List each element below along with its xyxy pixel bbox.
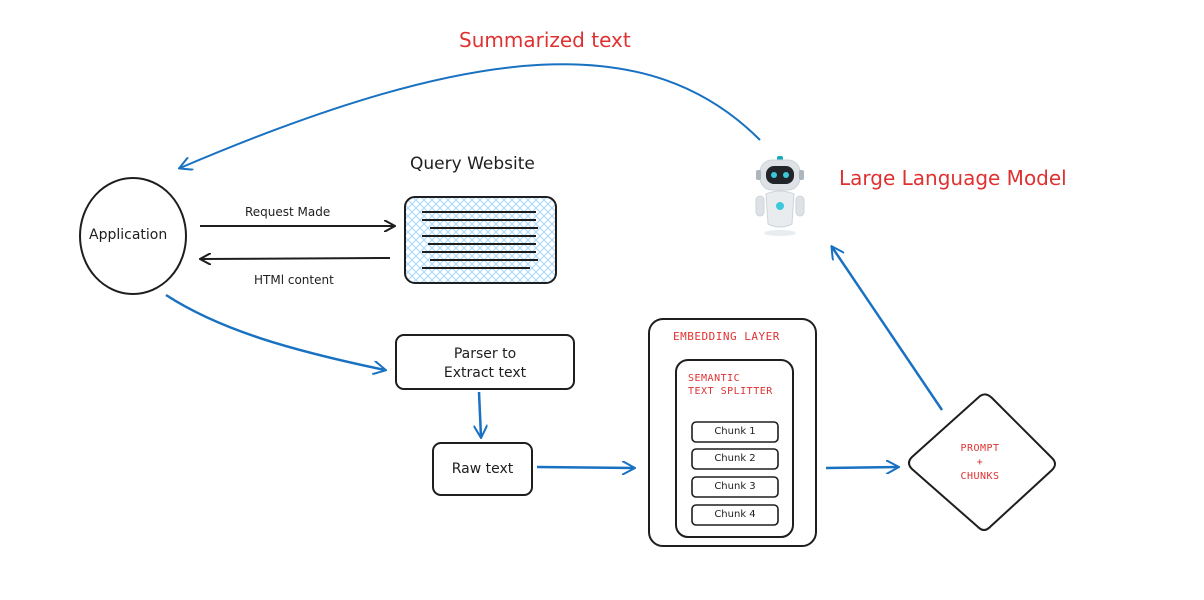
chunk-box [691,448,779,470]
webpage-icon [404,196,557,284]
request-made-label: Request Made [245,205,331,219]
parser-label: Parser to Extract text [396,345,574,383]
chunk-label: Chunk 4 [714,509,756,520]
chunk-label: Chunk 3 [714,481,756,492]
parser-to-raw-arrow [479,391,481,437]
prompt-to-llm-arrow [832,247,944,411]
prompt-line1: PROMPT [960,443,1000,454]
prompt-line3: CHUNKS [960,471,1000,482]
parser-node [395,334,575,390]
text-splitter-line2: TEXT SPLITTER [688,386,773,397]
embedding-layer-label: EMBEDDING LAYER [673,330,780,343]
prompt-chunks-node [908,393,1056,531]
raw-text-node [432,442,533,496]
raw-text-label: Raw text [451,461,514,477]
application-to-parser-arrow [165,293,385,370]
prompt-chunks-label: PROMPT + CHUNKS [940,442,1020,484]
text-splitter-node [675,359,794,538]
embedding-to-prompt-arrow [825,467,898,468]
text-splitter-line1: SEMANTIC [688,373,741,384]
chunk-box [691,421,779,443]
html-content-arrow [201,258,391,259]
raw-to-embedding-arrow [536,467,634,468]
summarized-text-arrow [180,63,761,168]
embedding-layer-node [648,318,817,547]
chunk-label: Chunk 2 [714,453,756,464]
application-node [79,177,187,295]
query-website-label: Query Website [410,154,535,174]
llm-label: Large Language Model [839,166,1067,190]
application-label: Application [89,227,168,243]
parser-label-line1: Parser to [453,346,517,362]
html-content-label: HTMl content [254,273,334,287]
chunk-box [691,504,779,526]
chunk-label: Chunk 1 [714,426,756,437]
summarized-text-label: Summarized text [459,28,631,52]
chunk-box [691,476,779,498]
robot-icon [755,156,805,236]
parser-label-line2: Extract text [443,365,527,381]
text-splitter-label: SEMANTIC TEXT SPLITTER [688,372,773,398]
prompt-line2: + [976,457,984,468]
